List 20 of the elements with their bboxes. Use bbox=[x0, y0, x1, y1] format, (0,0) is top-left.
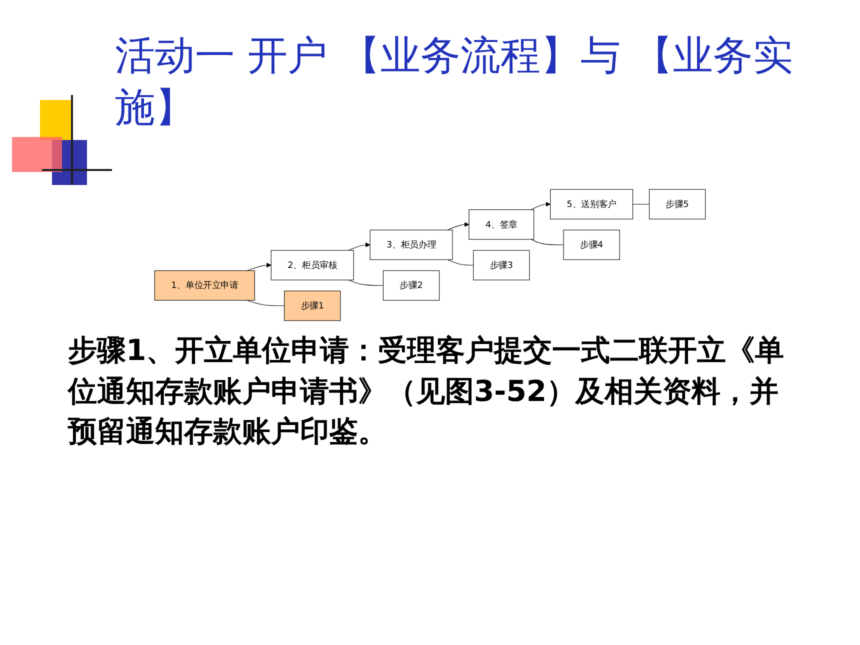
connector bbox=[530, 239, 564, 246]
body-paragraph: 步骤1、开立单位申请：受理客户提交一式二联开立《单位通知存款账户申请书》（见图3-52）及相关资料，并预留通知存款账户印鉴。 bbox=[68, 332, 786, 450]
node-box: 步骤4 bbox=[563, 230, 620, 260]
node-box: 4、签章 bbox=[468, 209, 534, 240]
arrow bbox=[246, 262, 272, 271]
node-box: 步骤5 bbox=[649, 189, 706, 220]
node-box: 步骤2 bbox=[382, 270, 440, 301]
arrow bbox=[447, 222, 470, 230]
node-box: 5、送别客户 bbox=[550, 189, 634, 220]
connector bbox=[447, 259, 474, 266]
node-box: 2、柜员审核 bbox=[270, 250, 354, 280]
node-box: 1、单位开立申请 bbox=[154, 270, 255, 301]
arrow bbox=[530, 202, 551, 210]
node-box: 步骤1 bbox=[284, 290, 341, 321]
connector bbox=[246, 300, 285, 306]
arrow bbox=[348, 242, 370, 251]
slide-title: 活动一 开户 【业务流程】与 【业务实施】 bbox=[115, 32, 794, 133]
connector bbox=[348, 280, 384, 286]
node-box: 3、柜员办理 bbox=[370, 230, 453, 260]
node-box: 步骤3 bbox=[473, 250, 530, 280]
